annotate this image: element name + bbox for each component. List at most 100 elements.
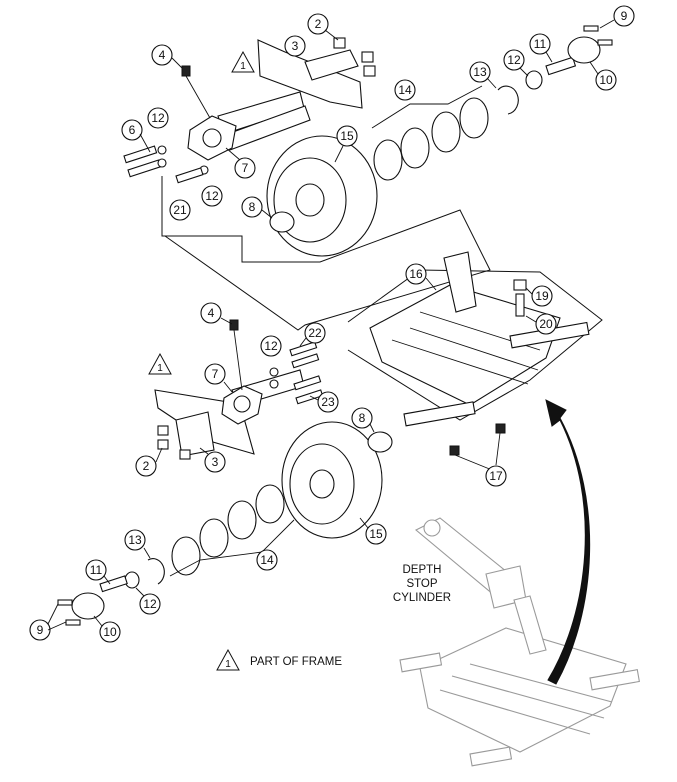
svg-text:11: 11: [534, 37, 547, 51]
top-screw-9a: [583, 25, 599, 32]
callout-mid-19: 19: [531, 285, 553, 307]
top-bearing-2: [400, 127, 430, 169]
depth-stop-cylinder-label: DEPTH STOP CYLINDER: [393, 564, 451, 604]
svg-text:7: 7: [212, 367, 219, 381]
svg-text:2: 2: [143, 459, 150, 473]
top-nut-c: [363, 65, 376, 77]
callout-bot-7: 7: [204, 363, 226, 385]
bottom-bolt-11: [99, 575, 128, 593]
callout-mid-16: 16: [405, 263, 427, 285]
top-washer-b: [157, 158, 167, 168]
bottom-screw-9b: [65, 619, 81, 626]
bottom-bearing-1: [171, 536, 201, 576]
callout-bot-9: 9: [29, 619, 51, 641]
callout-mid-17: 17: [485, 465, 507, 487]
bottom-nut-b: [157, 439, 169, 450]
bottom-wheel-hub: [309, 469, 335, 499]
callout-bot-15: 15: [365, 523, 387, 545]
bottom-bar-3: [175, 411, 215, 457]
svg-text:13: 13: [473, 65, 487, 79]
callout-bot-11: 11: [85, 559, 107, 581]
callout-top-14: 14: [394, 79, 416, 101]
svg-text:14: 14: [260, 553, 274, 567]
callout-bot-2: 2: [135, 455, 157, 477]
frame-axle-left: [403, 401, 476, 427]
bottom-bearing-3: [227, 500, 257, 540]
svg-text:13: 13: [128, 533, 142, 547]
frame-arm: [443, 251, 477, 313]
top-bearing-4: [459, 97, 489, 139]
legend-note: 1 PART OF FRAME: [216, 648, 342, 671]
overview-frame-ghost: [399, 517, 640, 767]
svg-text:9: 9: [621, 9, 628, 23]
bottom-bearing-4: [255, 484, 285, 524]
svg-text:1: 1: [157, 363, 163, 374]
callout-bot-14: 14: [256, 549, 278, 571]
top-bolt-6a: [123, 145, 158, 164]
bottom-cap-10: [71, 592, 105, 620]
callout-bot-10: 10: [99, 621, 121, 643]
svg-text:11: 11: [90, 563, 103, 577]
top-nut-a: [333, 37, 346, 49]
top-nut-b: [361, 51, 374, 63]
bottom-nut-c: [179, 449, 191, 460]
top-cap-10: [567, 36, 601, 64]
svg-text:6: 6: [129, 123, 136, 137]
callout-top-4: 4: [151, 44, 173, 66]
svg-text:21: 21: [173, 203, 187, 217]
top-washer-12: [525, 70, 543, 90]
callout-bot-4: 4: [200, 302, 222, 324]
callout-mid-20: 20: [535, 313, 557, 335]
callout-top-9: 9: [613, 5, 635, 27]
svg-text:12: 12: [143, 597, 157, 611]
callout-bot-23: 23: [317, 391, 339, 413]
frame-nut-19: [513, 279, 527, 291]
callout-top-21: 21: [169, 199, 191, 221]
bottom-bolt-22b: [291, 353, 320, 369]
top-bolt-21: [175, 167, 204, 184]
callout-bot-12a: 12: [260, 335, 282, 357]
top-bolt-11: [545, 56, 577, 76]
callout-top-2: 2: [307, 13, 329, 35]
callout-top-12c: 12: [503, 49, 525, 71]
top-grease-fitting: [181, 65, 191, 77]
top-wheel-assembly: [123, 25, 613, 331]
top-seal-8: [269, 211, 295, 233]
callout-bot-12b: 12: [139, 593, 161, 615]
top-snap-ring: [497, 85, 519, 115]
svg-text:3: 3: [292, 39, 299, 53]
svg-text:10: 10: [103, 625, 117, 639]
bottom-nut-a: [157, 425, 169, 436]
frame-bolt-20: [515, 293, 525, 317]
callout-top-8: 8: [241, 196, 263, 218]
bottom-bearing-2: [199, 518, 229, 558]
bottom-flange-hub: [233, 395, 251, 413]
callout-top-11: 11: [529, 33, 551, 55]
top-bearing-3: [431, 111, 461, 153]
svg-text:7: 7: [242, 161, 249, 175]
svg-text:12: 12: [507, 53, 521, 67]
top-washer-a: [157, 145, 167, 155]
svg-text:17: 17: [489, 469, 503, 483]
frame-assembly: [347, 251, 603, 471]
svg-text:4: 4: [208, 306, 215, 320]
bottom-bolt-23a: [293, 375, 322, 391]
note-triangle-bottom: 1: [148, 352, 172, 375]
top-screw-9b: [597, 39, 613, 46]
svg-text:22: 22: [308, 326, 322, 340]
svg-text:23: 23: [321, 395, 335, 409]
svg-text:15: 15: [340, 129, 354, 143]
bottom-snap-ring: [147, 558, 165, 585]
svg-text:1: 1: [225, 659, 231, 670]
callout-top-13: 13: [469, 61, 491, 83]
bottom-bolt-23b: [295, 389, 324, 405]
callout-top-10: 10: [595, 69, 617, 91]
svg-text:8: 8: [249, 200, 256, 214]
legend-note-text: PART OF FRAME: [250, 656, 342, 668]
svg-text:STOP: STOP: [406, 578, 437, 590]
callout-top-3: 3: [284, 35, 306, 57]
frame-fitting-17a: [449, 445, 460, 456]
callout-bot-8: 8: [351, 407, 373, 429]
svg-text:12: 12: [151, 111, 165, 125]
